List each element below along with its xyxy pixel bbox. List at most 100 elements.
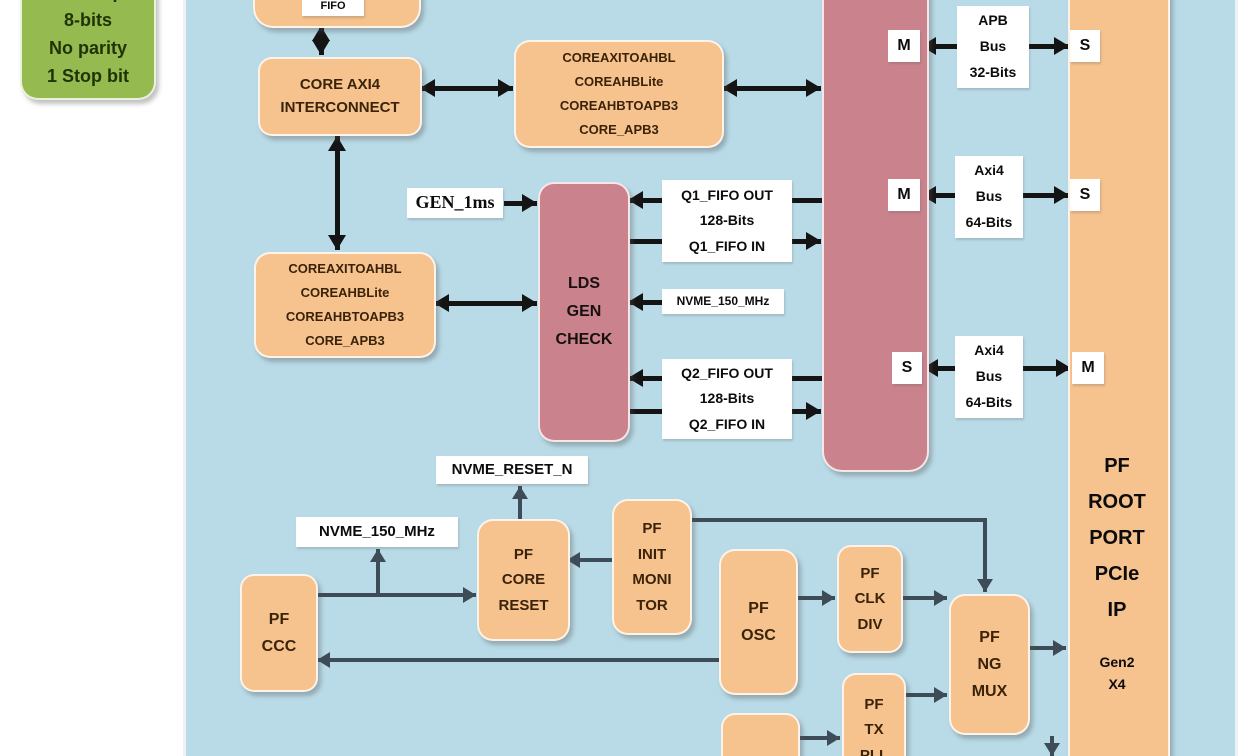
label-text: S [892,358,922,379]
label-line: M [1081,358,1095,376]
arrowhead [312,40,330,55]
label-line: APB [978,12,1008,29]
label-text: S [1070,36,1100,57]
tx-pll-to-ng-mux [902,693,947,697]
arrowhead [806,232,821,250]
arrowhead [628,293,643,311]
clk-div-to-ng-mux [899,596,947,600]
axi4-bottom-right-arrow [1023,365,1071,371]
label-line: Q2_FIFO IN [688,415,766,432]
block-line: CORE [501,571,546,589]
m-port-3: M [1072,352,1104,384]
fifo-label: FIFO [302,0,364,16]
label-line: Bus [979,38,1007,55]
bridge-left-to-lds [434,300,537,306]
arrowhead [1056,359,1071,377]
arrowhead [567,552,580,568]
block-line: 8-bits [63,10,112,31]
pf-ccc: PF CCC [240,574,318,692]
block-line: COREAHBTOAPB3 [559,98,679,113]
block-line: COREAXITOAHBL [562,49,676,65]
label-line: 128-Bits [699,212,755,229]
block-line: DIV [857,615,883,633]
label-text: M [1072,358,1104,379]
m-port-1: M [888,30,920,62]
init-monitor-to-core-reset [567,558,612,562]
block-line: PF [864,695,884,713]
label-line: FIFO [320,0,346,12]
block-line: INIT [637,545,667,563]
label-line: Bus [975,188,1003,205]
unlabeled-block-bottom [721,713,800,756]
block-line: PF [268,610,290,628]
block-line: No parity [48,38,127,58]
label-line: Q2_FIFO OUT [681,365,773,382]
nvme-150-to-lds [628,299,662,305]
osc-to-clk-div [794,596,835,600]
gen-1ms-to-lds [504,200,537,206]
arrowhead [806,402,821,420]
label-line: ROOT [1088,491,1146,513]
label-text: S [1070,185,1100,206]
label-line: PCIe [1094,563,1140,585]
label-text: NVME_150_MHz [296,522,458,542]
block-line: CORE AXI4 [299,76,381,93]
arrowhead [1053,640,1066,656]
block-line: CCC [261,638,297,655]
block-line: TOR [636,596,668,614]
interconnect-to-bridge-top [420,85,513,91]
gen-1ms-signal: GEN_1ms [407,188,503,218]
block-line: COREAHBTOAPB3 [285,309,405,324]
nvme-reset-n-signal: NVME_RESET_N [436,456,588,484]
arrowhead [522,294,537,312]
label-line: NVME_150_MHz [319,523,435,541]
label-text: NVME_RESET_N [436,460,588,480]
block-line: GEN [566,303,602,320]
refclk-to-tx-pll [796,736,840,740]
label-text: NVME_150_MHz [662,294,784,310]
block-line: CHECK [555,331,613,348]
block-line: COREAXITOAHBL [288,260,402,276]
label-line: PF [1104,455,1130,477]
block-line: PF [860,564,880,582]
label-line: S [901,358,913,376]
label-line: Q1_FIFO IN [688,237,766,254]
ng-mux-to-root-port [1026,646,1066,650]
nvme-150-mhz-mid: NVME_150_MHz [662,289,784,314]
block-line: CORE_APB3 [305,333,385,349]
label-line: 64-Bits [965,213,1013,230]
label-line: X4 [1108,676,1126,692]
block-line: NG [977,655,1002,673]
interconnect-to-bridge-left [334,136,340,250]
label-line: IP [1107,599,1127,621]
block-line: PLL [859,746,889,756]
label-line: 64-Bits [965,393,1013,410]
block-line: PF [513,545,534,563]
arrowhead [822,590,835,606]
arrowhead [628,191,643,209]
label-text: FIFO [302,0,364,13]
arrowhead [498,79,513,97]
arrowhead [977,579,993,592]
nvme-controller-block [822,0,929,472]
